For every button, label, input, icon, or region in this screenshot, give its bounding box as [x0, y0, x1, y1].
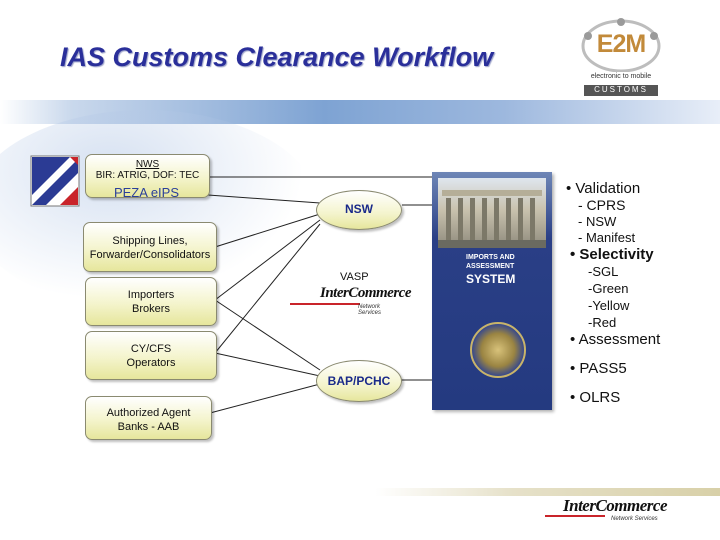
feature-item: • Selectivity [570, 246, 654, 263]
footer-logo: InterCommerce Network Services [545, 496, 675, 526]
feature-item: • OLRS [570, 389, 621, 406]
feature-item: -Green [588, 281, 629, 296]
system-card: IMPORTS AND ASSESSMENT SYSTEM [432, 172, 552, 410]
building-columns-icon [438, 190, 546, 248]
e2m-logo-main: E2M [596, 30, 646, 58]
feature-item: • PASS5 [570, 360, 627, 377]
cy-cfs-box: CY/CFS Operators [85, 331, 217, 380]
feature-list: • Validation - CPRS - NSW - Manifest • S… [566, 180, 716, 406]
banks-label: Authorized Agent Banks - AAB [106, 407, 191, 433]
feature-item: - NSW [578, 214, 617, 229]
feature-item: -SGL [588, 264, 619, 279]
nws-title: NWS [135, 159, 160, 170]
footer-logo-sub: Network Services [611, 516, 658, 522]
nws-box: NWS BIR: ATRIG, DOF: TEC [85, 154, 210, 198]
shipping-box: Shipping Lines, Forwarder/Consolidators [83, 222, 217, 272]
nsw-oval: NSW [316, 190, 402, 230]
flag-logo-mark [30, 155, 80, 207]
peza-label: PEZA eIPS [113, 185, 180, 200]
bap-oval: BAP/PCHC [316, 360, 402, 402]
system-line1: IMPORTS AND [466, 254, 515, 261]
shipping-label: Shipping Lines, Forwarder/Consolidators [89, 235, 211, 261]
e2m-logo: E2M electronic to mobile CUSTOMS [578, 18, 664, 98]
system-line3: SYSTEM [466, 272, 516, 286]
footer-logo-word: InterCommerce [563, 496, 668, 515]
intercommerce-logo: InterCommerce Network Services [290, 285, 412, 316]
feature-item: - CPRS [578, 197, 626, 213]
banks-box: Authorized Agent Banks - AAB [85, 396, 212, 440]
intercommerce-word: InterCommerce [320, 285, 412, 301]
customs-seal-icon [470, 322, 526, 378]
feature-item: -Yellow [588, 298, 630, 313]
system-line2: ASSESSMENT [466, 263, 515, 270]
feature-item: • Validation [566, 180, 641, 197]
nsw-label: NSW [345, 202, 373, 216]
cy-cfs-label: CY/CFS Operators [126, 343, 176, 369]
background-swoosh [0, 110, 320, 310]
feature-item: -Red [588, 315, 617, 330]
importers-label: Importers Brokers [127, 289, 175, 315]
page-title: IAS Customs Clearance Workflow [60, 42, 494, 72]
e2m-logo-sub: CUSTOMS [594, 85, 648, 94]
e2m-logo-mark [580, 18, 662, 96]
feature-item: • Assessment [570, 331, 661, 348]
intercommerce-underline [290, 303, 360, 305]
intercommerce-sub: Network Services [358, 304, 382, 316]
vasp-label: VASP [340, 271, 369, 283]
flag-logo [30, 155, 80, 207]
importers-box: Importers Brokers [85, 277, 217, 326]
building-photo [438, 178, 546, 248]
e2m-logo-tagline: electronic to mobile [590, 73, 652, 80]
feature-item: - Manifest [578, 230, 636, 245]
footer-logo-underline [545, 515, 605, 517]
bap-label: BAP/PCHC [327, 374, 391, 388]
footer-line [375, 488, 720, 496]
nws-sub: BIR: ATRIG, DOF: TEC [95, 170, 200, 181]
